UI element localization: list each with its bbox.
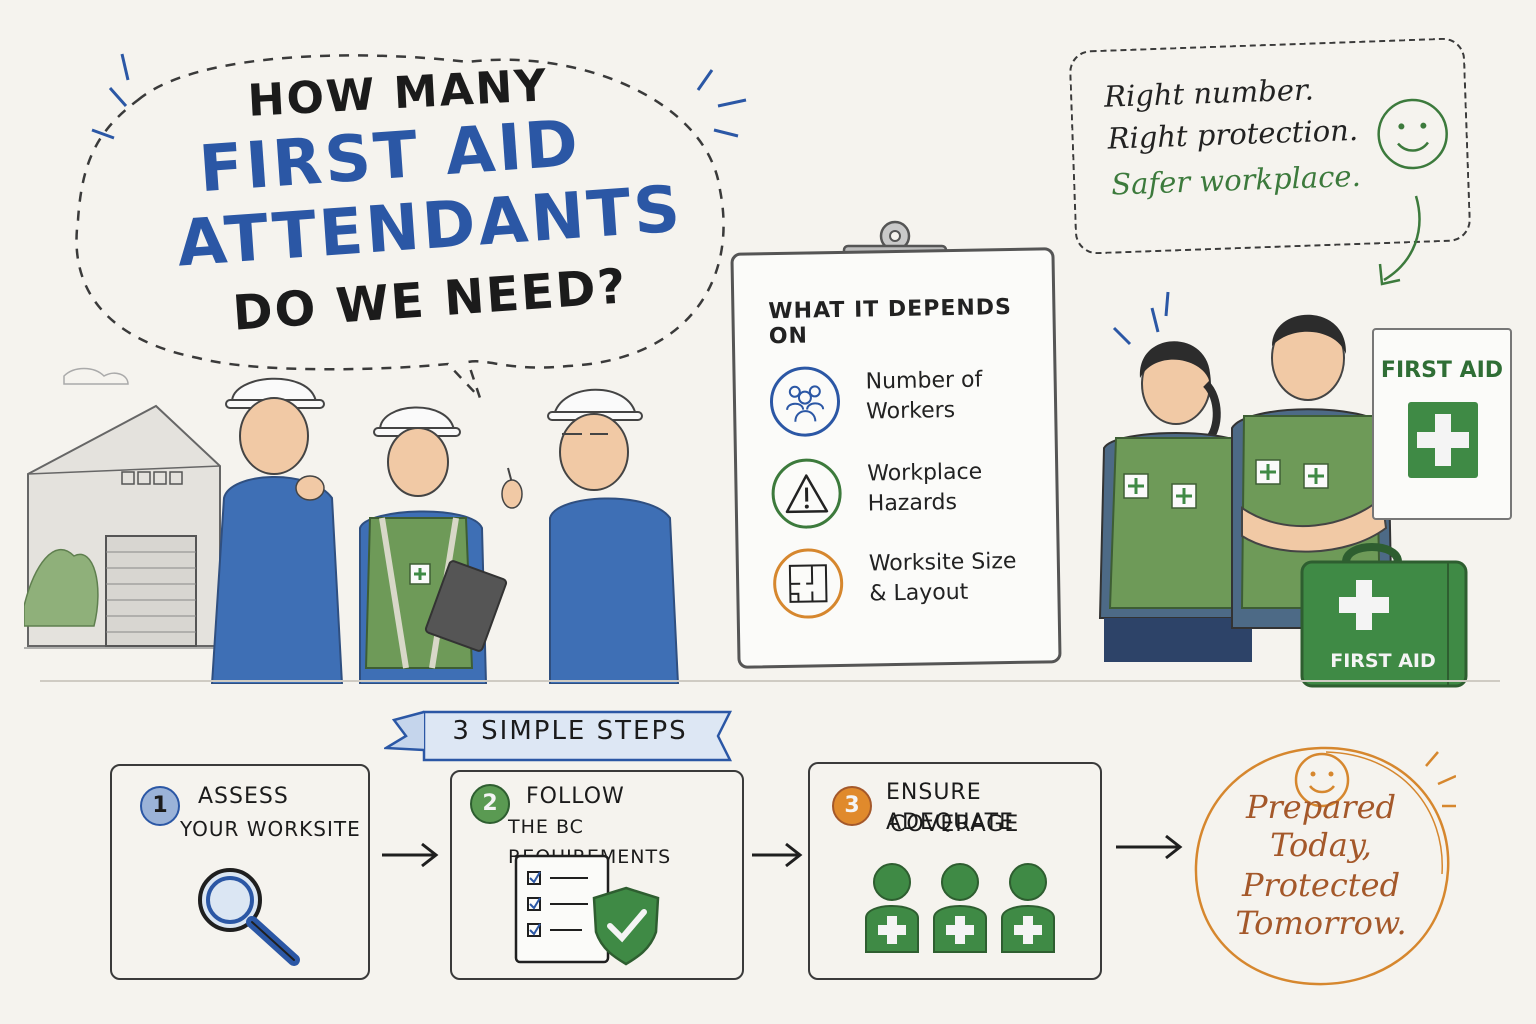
step-title-line2: YOUR WORKSITE [180, 817, 361, 841]
step-title-line1: ENSURE ADEQUATE [886, 780, 1014, 835]
outcome-line-protected: Protected [1241, 866, 1401, 904]
note-line-right-protection: Right protection. [1107, 112, 1359, 156]
outcome-line-tomorrow: Tomorrow. [1235, 904, 1407, 942]
motto-note-box: Right number. Right protection. Safer wo… [1068, 37, 1472, 255]
note-line-safer-workplace: Safer workplace. [1110, 158, 1362, 202]
outcome-line-prepared: Prepared [1245, 788, 1397, 826]
factor-label: Number of Workers [865, 367, 983, 425]
steps-ribbon-banner [384, 706, 740, 766]
first-aid-wall-sign: FIRST AID [1372, 328, 1512, 520]
kit-label: FIRST AID [1330, 650, 1436, 672]
smiley-face-icon [1372, 94, 1453, 175]
step-number-badge: 2 [470, 784, 510, 824]
step-ensure-adequate-coverage: 3 ENSURE ADEQUATE COVERAGE [808, 762, 1102, 980]
ground-line [40, 680, 1500, 682]
people-group-icon [769, 365, 841, 438]
what-it-depends-on-clipboard: WHAT IT DEPENDS ON Number of Workers Wor… [730, 247, 1062, 669]
title-speech-bubble [48, 40, 748, 410]
factor-workplace-hazards: Workplace Hazards [771, 454, 1042, 535]
factor-label: Workplace Hazards [867, 459, 983, 517]
warning-triangle-icon [771, 457, 843, 530]
factor-number-of-workers: Number of Workers [769, 362, 1040, 443]
arrow-right-icon [1114, 832, 1184, 862]
sign-label: FIRST AID [1380, 358, 1504, 383]
checklist-shield-icon [510, 852, 670, 968]
step-title-line1: ASSESS [198, 784, 289, 809]
step-number-badge: 1 [140, 786, 180, 826]
magnifier-icon [190, 860, 310, 970]
factor-label: Worksite Size & Layout [868, 548, 1017, 607]
workers-discussing-illustration [210, 368, 710, 684]
floor-plan-icon [772, 547, 844, 620]
note-line-right-number: Right number. [1103, 72, 1315, 114]
step-title-line2: COVERAGE [890, 812, 1020, 837]
clipboard-heading: WHAT IT DEPENDS ON [768, 294, 1013, 350]
step-follow-bc-requirements: 2 FOLLOW THE BC REQUIREMENTS [450, 770, 744, 980]
first-aid-cross-icon [1408, 402, 1478, 478]
curved-arrow-icon [1370, 190, 1430, 290]
step-assess-worksite: 1 ASSESS YOUR WORKSITE [110, 764, 370, 980]
arrow-right-icon [380, 840, 440, 870]
step-number-badge: 3 [832, 786, 872, 826]
first-aid-kit [1298, 540, 1470, 690]
factor-worksite-size-layout: Worksite Size & Layout [772, 544, 1044, 625]
arrow-right-icon [750, 840, 804, 870]
steps-banner-label: 3 SIMPLE STEPS [452, 716, 688, 746]
warehouse-illustration [24, 356, 244, 676]
attendants-icon [862, 860, 1062, 956]
outcome-circle [1186, 740, 1456, 990]
outcome-line-today: Today, [1270, 826, 1372, 864]
step-title-line1: FOLLOW [526, 784, 625, 809]
